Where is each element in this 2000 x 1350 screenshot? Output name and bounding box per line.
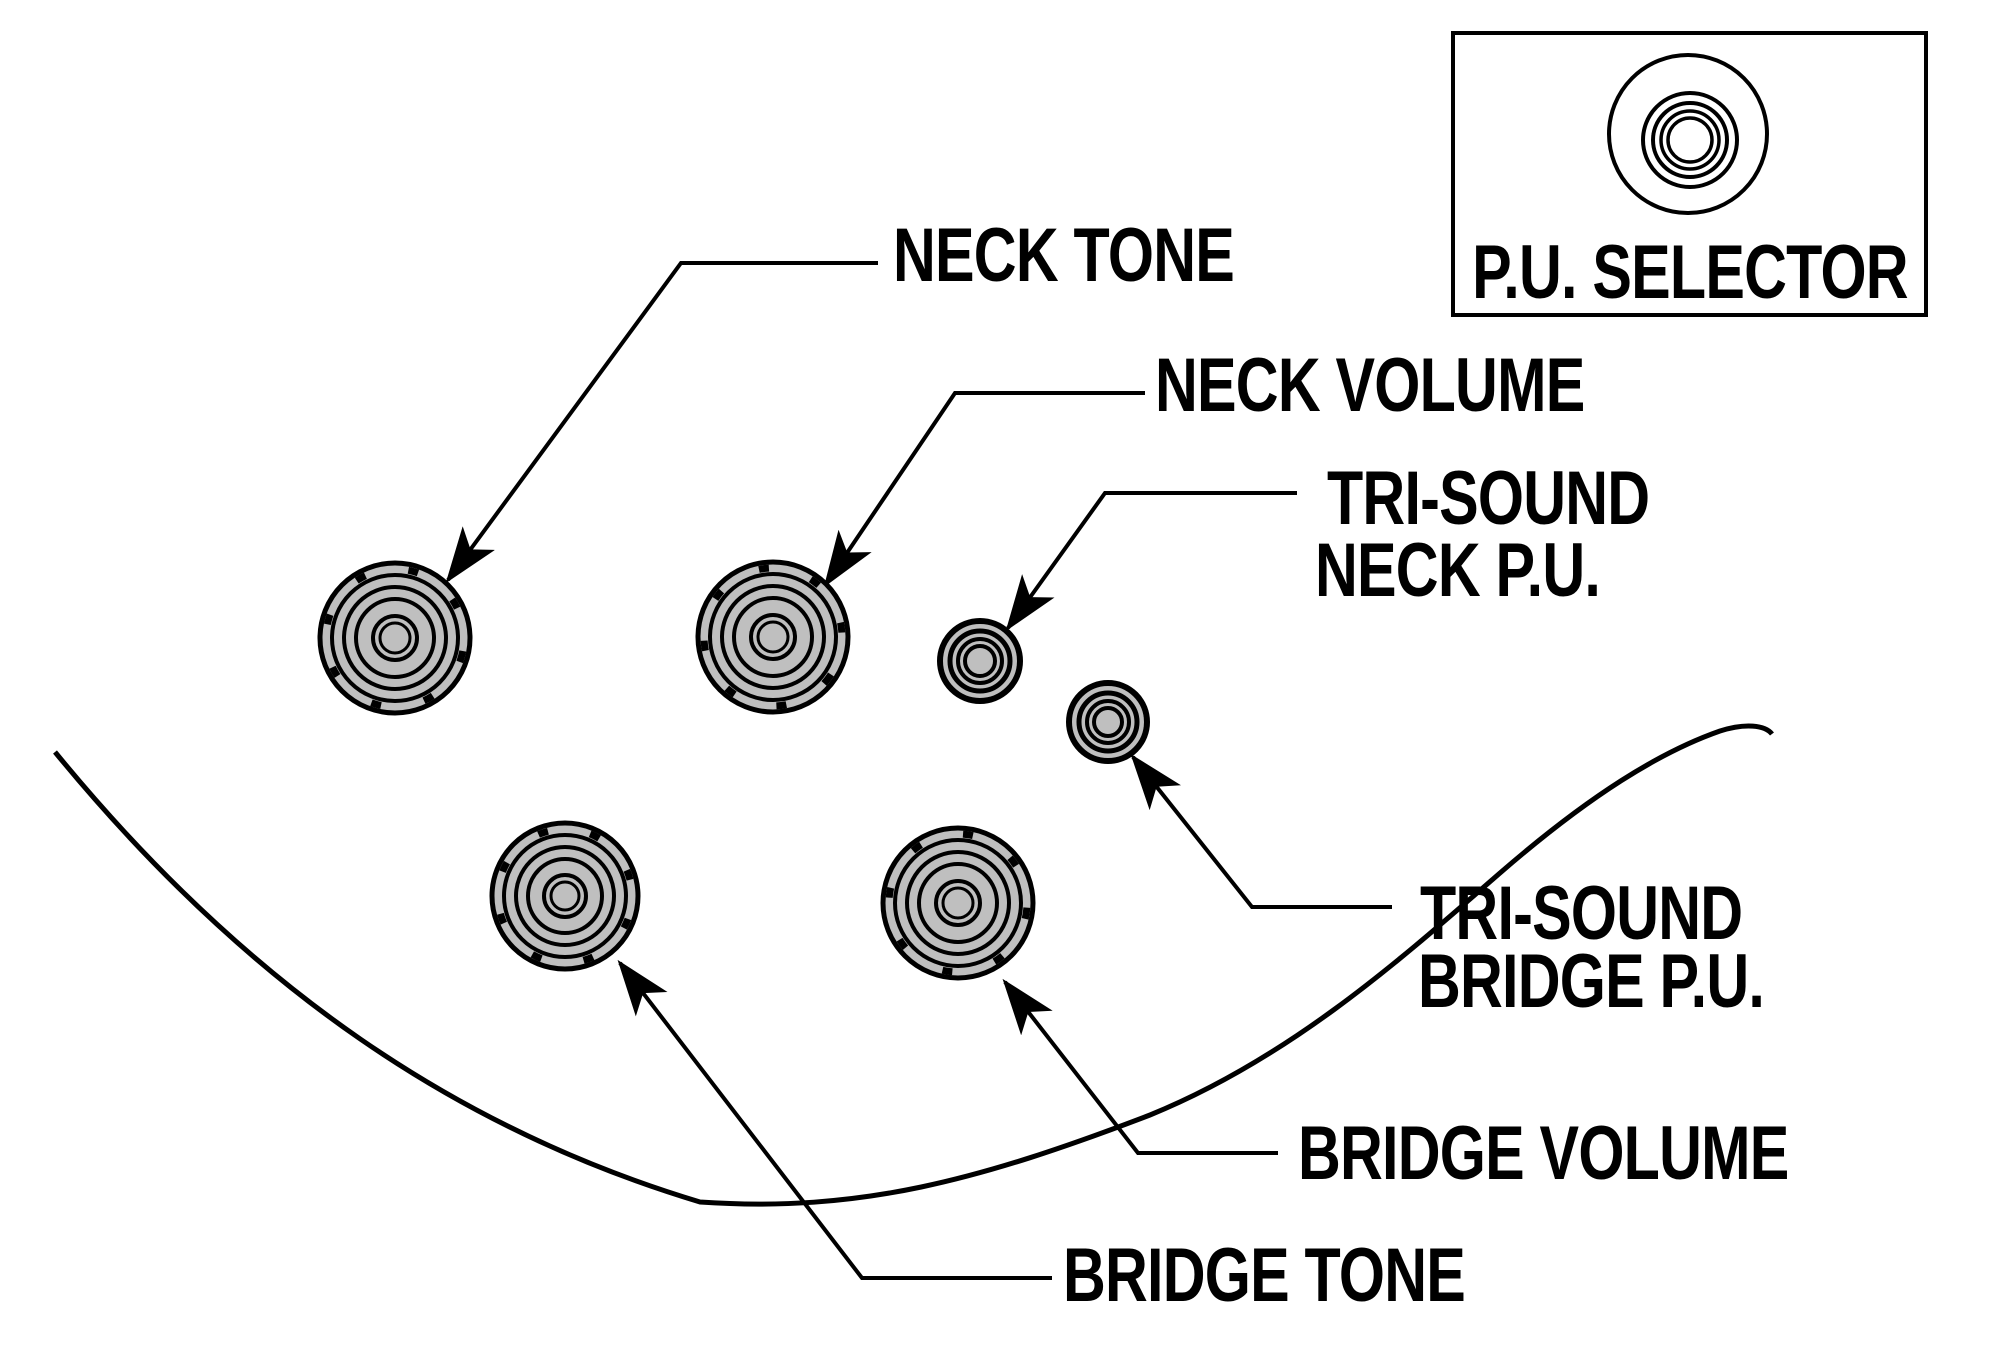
tri-sound-bridge-switch-knob bbox=[1066, 680, 1150, 764]
guitar-body-edge-curve bbox=[53, 723, 1774, 1207]
pu-selector-label: P.U. SELECTOR bbox=[1471, 230, 1908, 315]
bridge-tone-knob bbox=[489, 820, 641, 972]
bridge-volume-label: BRIDGE VOLUME bbox=[1298, 1111, 1789, 1196]
tri-sound-neck-label-line1: TRI-SOUND bbox=[1327, 456, 1650, 541]
neck-tone-knob bbox=[317, 560, 473, 716]
bridge-tone-leader-arrow bbox=[617, 959, 1052, 1280]
neck-tone-label: NECK TONE bbox=[893, 213, 1235, 298]
pu-selector-knob bbox=[1607, 53, 1769, 215]
bridge-volume-knob bbox=[880, 825, 1036, 981]
neck-volume-label: NECK VOLUME bbox=[1155, 343, 1585, 428]
neck-volume-knob bbox=[695, 559, 851, 715]
neck-tone-leader-arrow bbox=[445, 261, 878, 584]
tri-sound-neck-label-line2: NECK P.U. bbox=[1315, 528, 1601, 613]
bridge-volume-leader-arrow bbox=[1002, 978, 1278, 1155]
bridge-tone-label: BRIDGE TONE bbox=[1063, 1233, 1466, 1318]
tri-sound-neck-switch-knob bbox=[937, 618, 1023, 704]
tri-sound-neck-leader-arrow bbox=[1005, 491, 1297, 632]
tri-sound-bridge-label-line1: TRI-SOUND bbox=[1420, 871, 1743, 956]
neck-volume-leader-arrow bbox=[823, 391, 1145, 588]
tri-sound-bridge-label-line2: BRIDGE P.U. bbox=[1418, 939, 1765, 1024]
tri-sound-bridge-leader-arrow bbox=[1130, 753, 1392, 909]
